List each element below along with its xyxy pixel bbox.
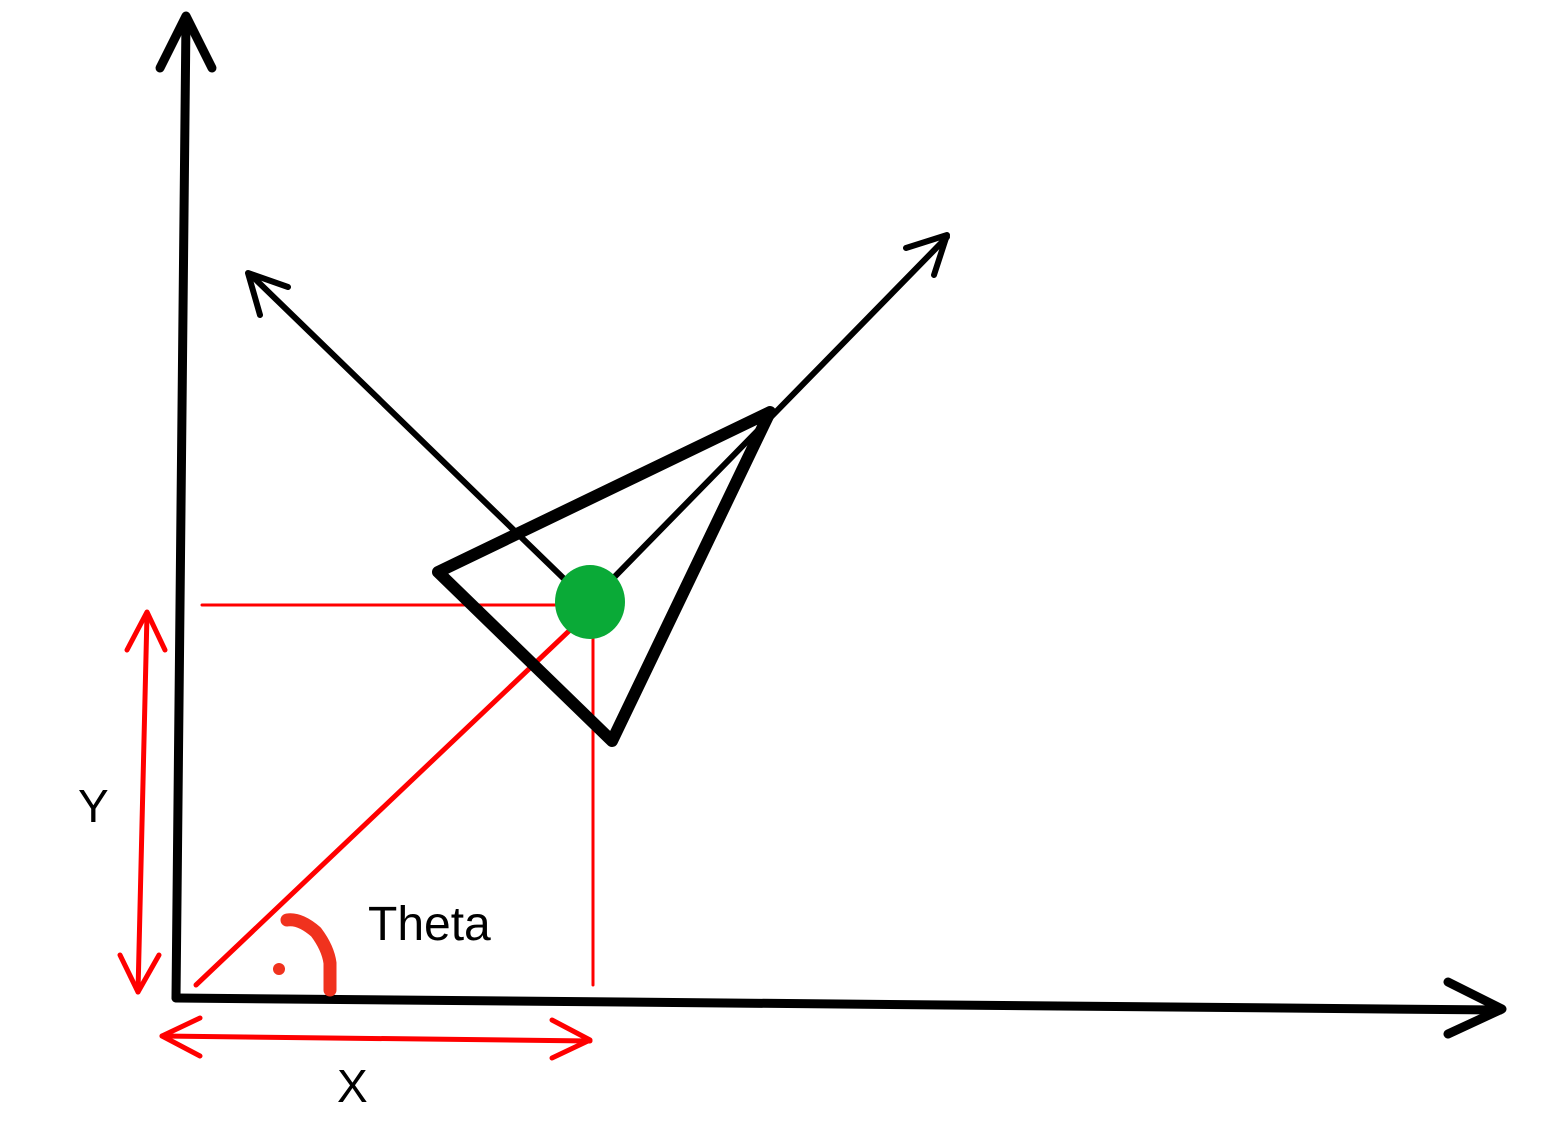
robot-center-point <box>555 565 625 639</box>
robot-triangle <box>432 406 776 747</box>
body-heading-axis-arrowhead <box>903 232 950 278</box>
body-lateral-axis <box>247 271 592 606</box>
y-dimension-arrow <box>135 611 150 995</box>
x-dimension-arrow <box>159 1033 593 1044</box>
x-label: X <box>337 1060 368 1112</box>
y-dimension-arrowhead-bottom <box>117 952 162 995</box>
x-dimension-arrowhead-left <box>159 1015 203 1059</box>
world-x-axis-arrowhead <box>1443 977 1507 1039</box>
y-label: Y <box>78 780 109 832</box>
world-y-axis <box>171 13 191 1003</box>
y-dimension-arrowhead-top <box>124 609 168 653</box>
theta-dot <box>273 963 285 975</box>
world-x-axis <box>171 993 1505 1015</box>
theta-label: Theta <box>368 898 491 951</box>
position-vector <box>193 609 592 988</box>
theta-angle-marker <box>273 913 337 997</box>
world-y-axis-arrowhead <box>155 11 217 73</box>
body-frame <box>245 232 950 606</box>
world-frame <box>155 11 1507 1039</box>
x-dimension-arrowhead-right <box>549 1017 593 1061</box>
theta-arc <box>280 913 337 997</box>
measurement-guides <box>117 603 595 1061</box>
body-lateral-axis-arrowhead <box>245 270 291 318</box>
